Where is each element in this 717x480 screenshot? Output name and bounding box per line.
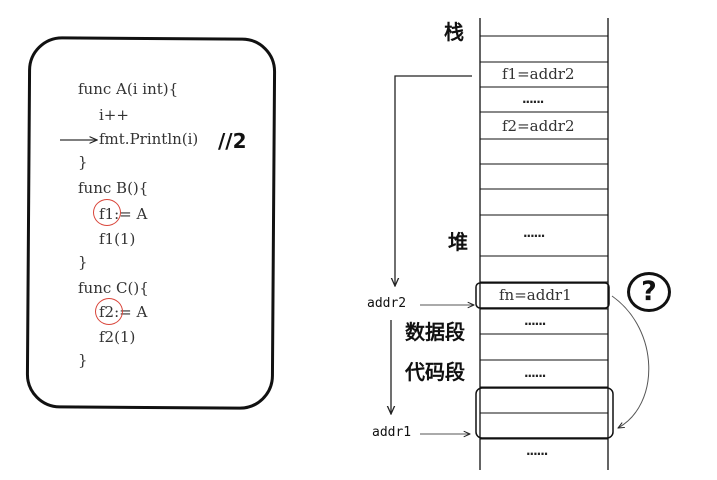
data-cell-ellipsis: ......: [524, 314, 546, 328]
heap-label: 堆: [448, 230, 468, 254]
addr2-label: addr2: [367, 296, 407, 311]
output-marker: //2: [218, 129, 247, 153]
f2-highlight-circle: [95, 298, 123, 325]
code-cell-highlight: [475, 387, 614, 439]
lower-rows: [480, 255, 608, 440]
stack-label: 栈: [444, 20, 464, 44]
stack-cell-f1: f1=addr2: [502, 65, 575, 83]
stack-rows: [480, 35, 608, 216]
code-line-println: fmt.Println(i): [99, 130, 199, 148]
question-icon: ?: [627, 272, 671, 312]
code-line-f1-call: f1(1): [99, 230, 136, 248]
code-line-func-a: func A(i int){: [78, 80, 179, 98]
tail-ellipsis: ......: [526, 444, 548, 458]
data-segment-label: 数据段: [405, 320, 465, 344]
code-segment-label: 代码段: [405, 360, 465, 384]
code-cell-ellipsis: ......: [524, 366, 546, 380]
data-cell-fn: fn=addr1: [499, 286, 572, 304]
code-line-func-c: func C(){: [78, 279, 149, 297]
code-line-close-b: }: [78, 253, 88, 271]
code-line-close-c: }: [78, 351, 88, 369]
f1-highlight-circle: [93, 199, 121, 226]
fn-cell-highlight: [475, 282, 610, 309]
code-line-f2-call: f2(1): [99, 328, 136, 346]
addr1-label: addr1: [372, 425, 412, 440]
code-line-increment: i++: [99, 106, 129, 124]
heap-ellipsis: ......: [523, 226, 545, 240]
fn-to-code-curve-arrow: [611, 295, 650, 428]
stack-to-addr2-arrow: [395, 75, 472, 286]
stack-cell-ellipsis: ......: [522, 92, 544, 106]
stack-cell-f2: f2=addr2: [502, 117, 575, 135]
code-line-close-a: }: [78, 153, 88, 171]
code-line-func-b: func B(){: [78, 179, 149, 197]
